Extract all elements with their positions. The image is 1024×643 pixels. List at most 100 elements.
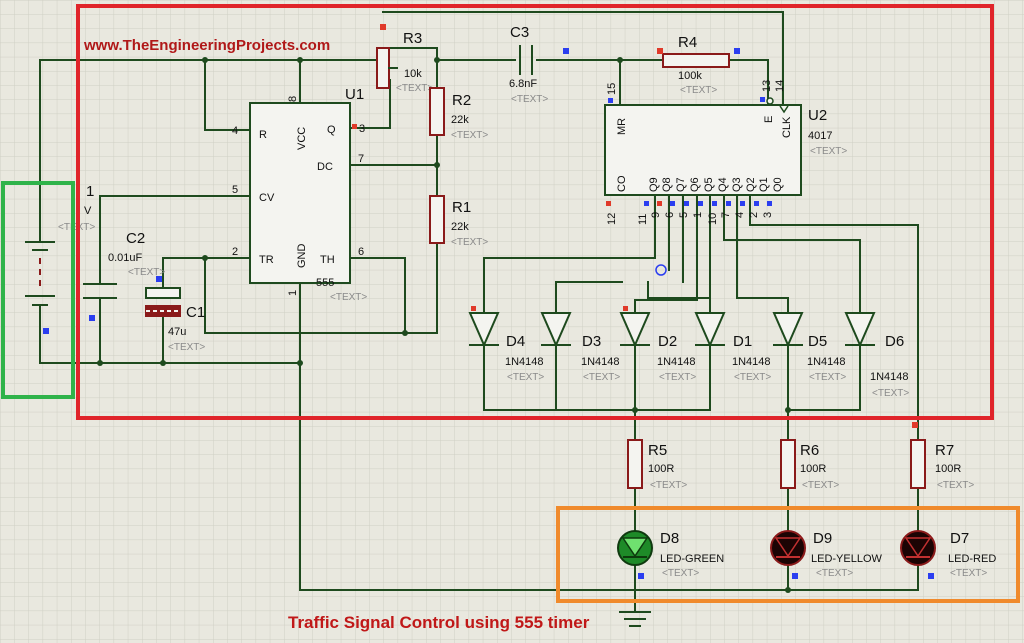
d2-text-placeholder: <TEXT> bbox=[659, 372, 696, 383]
d3-ref: D3 bbox=[582, 333, 601, 350]
d3-part: 1N4148 bbox=[581, 356, 620, 368]
u2-pin-3-number: 3 bbox=[762, 212, 774, 218]
diagram-caption: Traffic Signal Control using 555 timer bbox=[288, 613, 590, 632]
ic-u2-4017[interactable] bbox=[604, 97, 802, 206]
d4-part: 1N4148 bbox=[505, 356, 544, 368]
diode-d6[interactable] bbox=[844, 312, 876, 348]
resistor-r6[interactable] bbox=[780, 439, 796, 489]
r2-value: 22k bbox=[451, 114, 469, 126]
d2-part: 1N4148 bbox=[657, 356, 696, 368]
d4-ref: D4 bbox=[506, 333, 525, 350]
c1-text-placeholder: <TEXT> bbox=[168, 342, 205, 353]
r4-text-placeholder: <TEXT> bbox=[680, 85, 717, 96]
u1-pin-dc-label: DC bbox=[317, 161, 333, 173]
d9-ref: D9 bbox=[813, 530, 832, 547]
resistor-r5[interactable] bbox=[627, 439, 643, 489]
resistor-r2[interactable] bbox=[429, 87, 445, 136]
diode-d4[interactable] bbox=[468, 306, 500, 348]
r7-ref: R7 bbox=[935, 442, 954, 459]
u1-pin-vcc-label: VCC bbox=[296, 127, 308, 150]
u2-pin-q1-label: Q1 bbox=[758, 177, 770, 192]
ic-u1-555[interactable] bbox=[234, 102, 366, 284]
resistor-r3[interactable] bbox=[376, 24, 398, 89]
d5-text-placeholder: <TEXT> bbox=[809, 372, 846, 383]
d6-ref: D6 bbox=[885, 333, 904, 350]
d5-part: 1N4148 bbox=[807, 356, 846, 368]
u2-text-placeholder: <TEXT> bbox=[810, 146, 847, 157]
c2-value: 0.01uF bbox=[108, 252, 143, 264]
u1-pin-cv-label: CV bbox=[259, 192, 275, 204]
d2-ref: D2 bbox=[658, 333, 677, 350]
capacitor-c3[interactable] bbox=[519, 45, 569, 75]
u2-pin-12-number: 12 bbox=[606, 213, 618, 225]
u2-pin-mr-label: MR bbox=[616, 118, 628, 135]
capacitor-c2[interactable] bbox=[83, 283, 117, 321]
led-green-d8[interactable] bbox=[617, 530, 653, 579]
d5-ref: D5 bbox=[808, 333, 827, 350]
c1-value: 47u bbox=[168, 326, 186, 338]
d8-text-placeholder: <TEXT> bbox=[662, 568, 699, 579]
d1-ref: D1 bbox=[733, 333, 752, 350]
u1-pin-8-number: 8 bbox=[287, 96, 299, 102]
r4-ref: R4 bbox=[678, 34, 697, 51]
u2-pin-2-number: 2 bbox=[748, 212, 760, 218]
u2-part: 4017 bbox=[808, 130, 832, 142]
u2-bottom-pin-numbers: 12 11 9 6 5 1 10 7 4 2 3 bbox=[606, 212, 774, 225]
led-red-d7[interactable] bbox=[900, 530, 936, 579]
r3-value: 10k bbox=[404, 68, 422, 80]
u1-text-placeholder: <TEXT> bbox=[330, 292, 367, 303]
u1-pin-tr-label: TR bbox=[259, 254, 274, 266]
r3-text-placeholder: <TEXT> bbox=[396, 83, 433, 94]
d8-ref: D8 bbox=[660, 530, 679, 547]
u2-pin-15-number: 15 bbox=[606, 83, 618, 95]
control-circuit-highlight-box bbox=[76, 4, 994, 420]
u2-pin-6-number: 6 bbox=[664, 212, 676, 218]
u1-pin-q-label: Q bbox=[327, 124, 336, 136]
resistor-r1[interactable] bbox=[429, 195, 445, 244]
u2-pin-q5-label: Q5 bbox=[703, 177, 715, 192]
u1-pin-4-number: 4 bbox=[232, 125, 238, 137]
resistor-r4[interactable] bbox=[657, 48, 740, 68]
d1-part: 1N4148 bbox=[732, 356, 771, 368]
r5-ref: R5 bbox=[648, 442, 667, 459]
d6-part: 1N4148 bbox=[870, 371, 909, 383]
resistor-r7[interactable] bbox=[910, 422, 926, 489]
u1-pin-1-number: 1 bbox=[287, 290, 299, 296]
battery[interactable] bbox=[25, 241, 55, 334]
capacitor-c1[interactable] bbox=[145, 276, 181, 317]
u1-pin-6-number: 6 bbox=[358, 246, 364, 258]
diode-d1[interactable] bbox=[694, 312, 726, 348]
c3-text-placeholder: <TEXT> bbox=[511, 94, 548, 105]
diode-d5[interactable] bbox=[772, 312, 804, 348]
u2-pin-q3-label: Q3 bbox=[731, 177, 743, 192]
led-yellow-d9[interactable] bbox=[770, 530, 806, 579]
u1-pin-r-label: R bbox=[259, 129, 267, 141]
u1-pin-5-number: 5 bbox=[232, 184, 238, 196]
r1-text-placeholder: <TEXT> bbox=[451, 237, 488, 248]
u2-ref: U2 bbox=[808, 107, 827, 124]
r1-value: 22k bbox=[451, 221, 469, 233]
diode-d3[interactable] bbox=[540, 312, 572, 348]
r3-ref: R3 bbox=[403, 30, 422, 47]
u1-pin-th-label: TH bbox=[320, 254, 335, 266]
u2-pin-q6-label: Q6 bbox=[689, 177, 701, 192]
u2-bottom-pin-labels: CO Q9 Q8 Q7 Q6 Q5 Q4 Q3 Q2 Q1 Q0 bbox=[616, 175, 784, 192]
r4-value: 100k bbox=[678, 70, 702, 82]
r2-ref: R2 bbox=[452, 92, 471, 109]
u2-pin-1-number: 1 bbox=[692, 212, 704, 218]
d6-text-placeholder: <TEXT> bbox=[872, 388, 909, 399]
d7-text-placeholder: <TEXT> bbox=[950, 568, 987, 579]
d9-part: LED-YELLOW bbox=[811, 553, 883, 565]
u1-ref: U1 bbox=[345, 86, 364, 103]
r7-text-placeholder: <TEXT> bbox=[937, 480, 974, 491]
r7-value: 100R bbox=[935, 463, 961, 475]
u1-pin-2-number: 2 bbox=[232, 246, 238, 258]
diode-d2[interactable] bbox=[619, 306, 651, 348]
c1-ref: C1 bbox=[186, 304, 205, 321]
r6-text-placeholder: <TEXT> bbox=[802, 480, 839, 491]
u2-pin-14-number: 14 bbox=[774, 80, 786, 92]
u2-pin-co-label: CO bbox=[616, 175, 628, 192]
r5-text-placeholder: <TEXT> bbox=[650, 480, 687, 491]
